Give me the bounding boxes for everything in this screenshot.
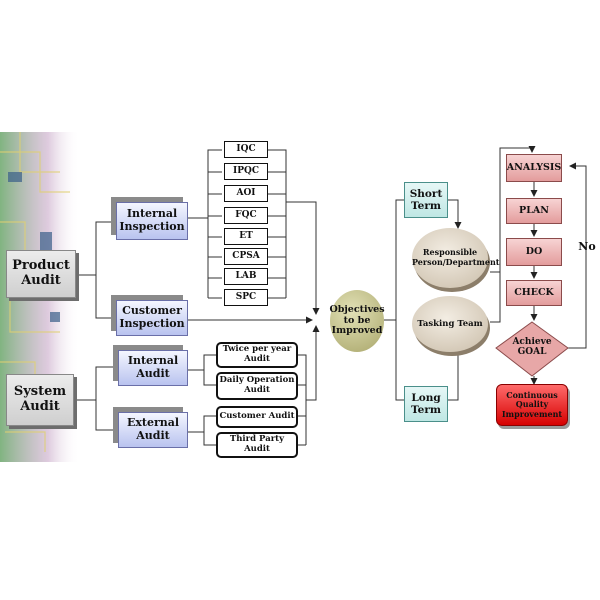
audit-item-customer: Customer Audit	[216, 406, 298, 428]
audit-item-third-party: Third Party Audit	[216, 432, 298, 458]
inspection-item-fqc: FQC	[224, 207, 268, 224]
pdca-do-box: DO	[506, 238, 562, 266]
inspection-item-ipqc: IPQC	[224, 163, 268, 180]
audit-item-daily-operation: Daily Operation Audit	[216, 372, 298, 400]
inspection-item-spc: SPC	[224, 289, 268, 306]
system-audit-box: System Audit	[6, 374, 74, 426]
pdca-plan-box: PLAN	[506, 198, 562, 224]
inspection-item-iqc: IQC	[224, 141, 268, 158]
inspection-item-et: ET	[224, 228, 268, 245]
tasking-team-label: Tasking Team	[417, 319, 483, 329]
pdca-analysis-box: ANALYSIS	[506, 154, 562, 182]
long-term-box: Long Term	[404, 386, 448, 422]
continuous-quality-improvement-box: Continuous Quality Improvement	[496, 384, 568, 426]
short-term-box: Short Term	[404, 182, 448, 218]
inspection-item-cpsa: CPSA	[224, 248, 268, 265]
external-audit-box: External Audit	[118, 412, 188, 448]
internal-audit-box: Internal Audit	[118, 350, 188, 386]
product-audit-box: Product Audit	[6, 250, 76, 298]
inspection-item-aoi: AOI	[224, 185, 268, 202]
pdca-check-box: CHECK	[506, 280, 562, 306]
inspection-item-lab: LAB	[224, 268, 268, 285]
responsible-department-label: Responsible Person/Department	[412, 247, 500, 267]
achieve-goal-label: Achieve GOAL	[512, 337, 552, 358]
audit-item-twice-per-year: Twice per year Audit	[216, 342, 298, 368]
internal-inspection-box: Internal Inspection	[116, 202, 188, 240]
no-label: No	[578, 240, 596, 253]
customer-inspection-box: Customer Inspection	[116, 300, 188, 336]
objectives-circle: Objectives to be Improved	[329, 290, 385, 352]
